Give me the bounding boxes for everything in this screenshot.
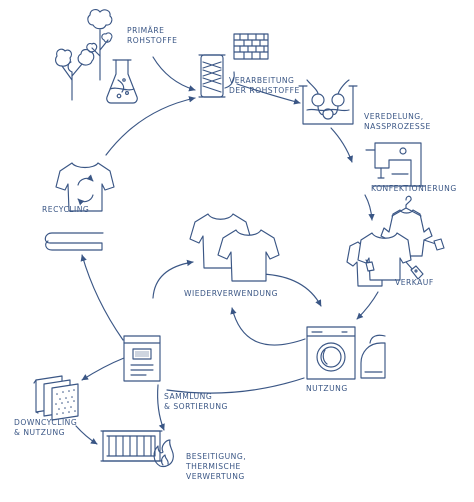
arrow-downcycling-to-disposal: [75, 425, 98, 445]
label-downcycling-line2: & NUTZUNG: [14, 428, 66, 437]
label-use-line1: NUTZUNG: [306, 384, 348, 393]
arrow-sale-to-use: [356, 291, 379, 320]
cycle-arrows: [75, 56, 379, 445]
label-finishing: VEREDELUNG, NASSPROZESSE: [364, 112, 431, 132]
arrow-raw-to-processing: [152, 56, 196, 92]
arrow-reuse-to-use: [261, 273, 322, 307]
reuse-icon: [189, 213, 280, 282]
recycling-icon: [44, 162, 115, 251]
arrow-collection-to-disposal: [157, 384, 165, 431]
label-raw-materials-line2: ROHSTOFFE: [127, 36, 178, 45]
label-collection: SAMMLUNG & SORTIERUNG: [164, 392, 228, 412]
label-downcycling: DOWNCYCLING & NUTZUNG: [14, 418, 77, 438]
arrow-recycling-to-raw: [105, 96, 196, 156]
label-processing-line2: DER ROHSTOFFE: [229, 86, 300, 95]
label-raw-materials-line1: PRIMÄRE: [127, 26, 165, 35]
label-collection-line1: SAMMLUNG: [164, 392, 213, 401]
cotton-bush-icon: [86, 9, 113, 81]
label-collection-line2: & SORTIERUNG: [164, 402, 228, 411]
arrow-manufacturing-to-sale: [364, 194, 375, 221]
disposal-icon: [100, 430, 174, 468]
label-raw-materials: PRIMÄRE ROHSTOFFE: [127, 26, 177, 46]
cotton-plant-icon: [55, 48, 95, 101]
label-disposal: BESEITIGUNG, THERMISCHE VERWERTUNG: [186, 452, 246, 482]
label-manufacturing-line1: KONFEKTIONIERUNG: [371, 184, 457, 193]
arrow-collection-to-downcycling: [81, 357, 125, 381]
label-manufacturing: KONFEKTIONIERUNG: [371, 184, 457, 194]
arrow-processing-to-finishing: [236, 83, 301, 105]
raw-materials-icon: [55, 9, 138, 104]
label-reuse-line1: WIEDERVERWENDUNG: [184, 289, 278, 298]
label-use: NUTZUNG: [306, 384, 348, 394]
label-processing-line1: VERARBEITUNG: [229, 76, 295, 85]
processing-icon: [198, 33, 269, 98]
collection-icon: [123, 335, 161, 382]
sewing-machine-icon: [365, 142, 426, 187]
downcycling-icon: [33, 375, 79, 421]
fabric-texture-icon: [55, 389, 76, 415]
label-finishing-line1: VEREDELUNG,: [364, 112, 424, 121]
flask-icon: [106, 59, 138, 104]
label-disposal-line2: THERMISCHE: [186, 462, 241, 471]
arrow-use-to-reuse: [230, 307, 306, 346]
arrow-use-to-collection: [166, 377, 305, 394]
label-processing: VERARBEITUNG DER ROHSTOFFE: [229, 76, 300, 96]
label-disposal-line1: BESEITIGUNG,: [186, 452, 247, 461]
label-reuse: WIEDERVERWENDUNG: [184, 289, 278, 299]
finishing-icon: [298, 79, 358, 125]
fabric-weave-icon: [233, 33, 269, 60]
fabric-roll-icon: [44, 232, 104, 251]
label-disposal-line3: VERWERTUNG: [186, 472, 245, 481]
label-sale: VERKAUF: [395, 278, 434, 288]
arrow-reuse-back: [152, 259, 194, 299]
label-recycling: RECYCLING: [42, 205, 89, 215]
arrow-collection-to-recycling: [80, 254, 124, 341]
use-icon: [306, 326, 386, 380]
arrow-finishing-to-manufacturing: [330, 127, 353, 163]
sale-icon: [346, 195, 445, 287]
label-downcycling-line1: DOWNCYCLING: [14, 418, 78, 427]
label-recycling-line1: RECYCLING: [42, 205, 90, 214]
label-sale-line1: VERKAUF: [395, 278, 434, 287]
label-finishing-line2: NASSPROZESSE: [364, 122, 431, 131]
